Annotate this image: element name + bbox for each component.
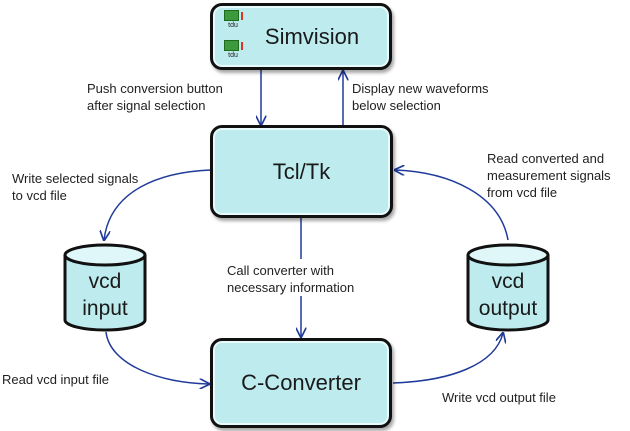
read-input-label: Read vcd input file <box>2 372 109 387</box>
tdu-waveform-icon: tdu <box>224 10 243 30</box>
simvision-label: Simvision <box>264 23 360 49</box>
write-output-label: Write vcd output file <box>442 390 556 405</box>
simvision-node: Simvision <box>210 3 392 70</box>
c-converter-node: C-Converter <box>210 338 392 428</box>
arrow-read-input <box>105 331 209 384</box>
vcd-input-cylinder <box>63 243 147 332</box>
vcd-output-cylinder <box>466 243 550 332</box>
arrow-read-converted <box>395 170 509 241</box>
tcltk-label: Tcl/Tk <box>272 158 331 184</box>
tcltk-node: Tcl/Tk <box>210 125 393 218</box>
c-converter-label: C-Converter <box>241 370 361 395</box>
vcd-output-label: vcd output <box>478 270 538 320</box>
vcd-input-label: vcd input <box>82 270 128 320</box>
arrow-write-selected <box>104 169 212 240</box>
arrow-write-output <box>392 333 503 384</box>
tdu-waveform-select-icon: tdu <box>224 40 243 60</box>
